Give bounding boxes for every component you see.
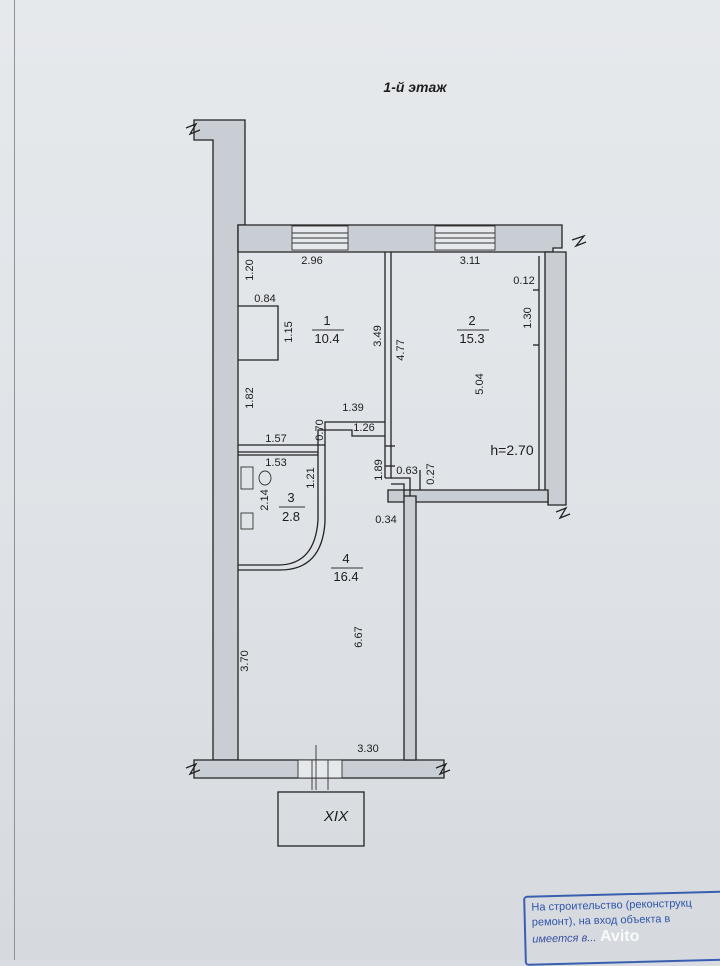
dim-1-39: 1.39 bbox=[342, 402, 363, 414]
dim-3-70: 3.70 bbox=[239, 650, 251, 671]
room-2-number: 2 bbox=[468, 313, 475, 328]
axis-marker: XIX bbox=[323, 808, 349, 825]
dim-1-15: 1.15 bbox=[283, 321, 295, 342]
toilet-tank-icon bbox=[240, 466, 254, 490]
dim-3-49: 3.49 bbox=[372, 325, 384, 346]
dim-3-30: 3.30 bbox=[357, 743, 378, 755]
room-3-area: 2.8 bbox=[282, 509, 300, 524]
break-marks bbox=[185, 122, 587, 776]
room-2-area: 15.3 bbox=[459, 331, 484, 346]
dim-3-11: 3.11 bbox=[460, 255, 481, 267]
dim-1-30: 1.30 bbox=[522, 307, 534, 328]
dim-2-14: 2.14 bbox=[259, 489, 271, 510]
dim-1-26: 1.26 bbox=[353, 422, 374, 434]
dim-0-70: 0.70 bbox=[314, 419, 326, 440]
bathroom-fixtures bbox=[240, 466, 272, 530]
floor-title: 1-й этаж bbox=[383, 79, 447, 95]
room4-right-wall bbox=[403, 495, 417, 761]
right-wall bbox=[544, 251, 567, 506]
dim-2-96: 2.96 bbox=[301, 255, 322, 267]
room-4-number: 4 bbox=[342, 551, 349, 566]
dim-0-12: 0.12 bbox=[513, 275, 534, 287]
margin-line bbox=[14, 0, 15, 960]
dim-1-53: 1.53 bbox=[265, 457, 286, 469]
room2-bottom-wall bbox=[387, 489, 549, 503]
toilet-icon bbox=[258, 470, 272, 486]
ceiling-height: h=2.70 bbox=[490, 442, 533, 458]
left-wall bbox=[193, 119, 246, 761]
dim-1-57: 1.57 bbox=[265, 433, 286, 445]
room-3-number: 3 bbox=[287, 490, 294, 505]
walls bbox=[193, 119, 567, 779]
room-1-area: 10.4 bbox=[314, 331, 339, 346]
sink-icon bbox=[240, 512, 254, 530]
top-wall bbox=[237, 224, 563, 253]
watermark-logo: Avito bbox=[600, 928, 640, 945]
room-4-area: 16.4 bbox=[333, 569, 358, 584]
dim-1-82: 1.82 bbox=[244, 387, 256, 408]
dim-0-34: 0.34 bbox=[375, 514, 396, 526]
dim-0-84: 0.84 bbox=[254, 293, 275, 305]
partitions bbox=[238, 252, 540, 571]
dim-6-67: 6.67 bbox=[353, 626, 365, 647]
dim-4-77: 4.77 bbox=[395, 339, 407, 360]
room-1-number: 1 bbox=[323, 313, 330, 328]
room-labels: 1 10.4 2 15.3 3 2.8 4 16.4 h=2.70 bbox=[279, 313, 534, 584]
dim-5-04: 5.04 bbox=[474, 373, 486, 394]
dim-1-21: 1.21 bbox=[305, 467, 317, 488]
windows bbox=[291, 225, 496, 790]
porch bbox=[277, 791, 365, 847]
dimensions: 2.96 3.11 1.20 0.12 0.84 1.30 1.15 3.49 … bbox=[239, 255, 535, 755]
dim-0-27: 0.27 bbox=[425, 463, 437, 484]
dim-1-89: 1.89 bbox=[373, 459, 385, 480]
dim-0-63: 0.63 bbox=[396, 465, 417, 477]
dim-1-20: 1.20 bbox=[244, 259, 256, 280]
